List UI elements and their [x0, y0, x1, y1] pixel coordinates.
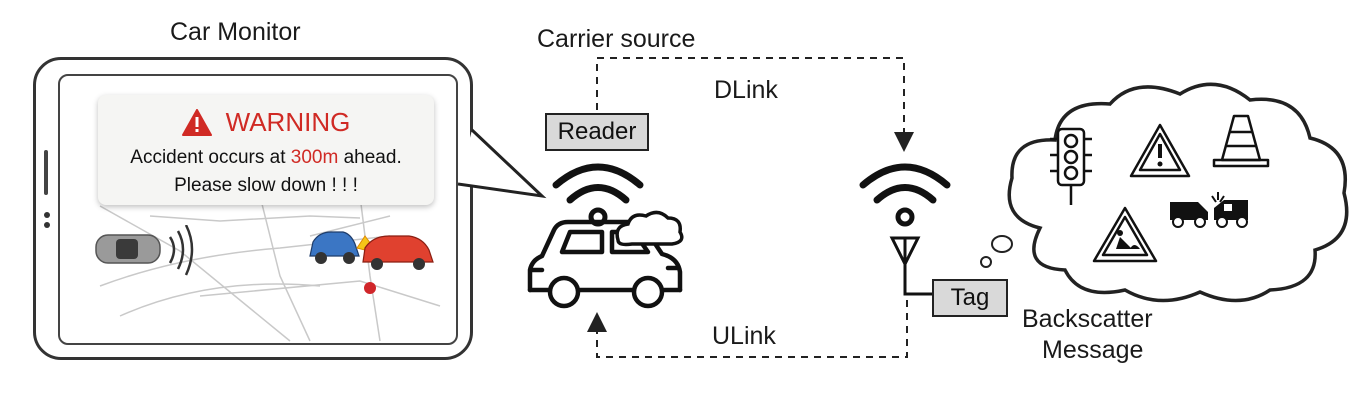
map-car-icon: [95, 225, 194, 276]
tablet-side-button: [44, 150, 48, 195]
dlink-arrow: [596, 57, 914, 152]
warning-triangle-icon: [181, 109, 212, 136]
traffic-cone-icon: [1212, 114, 1270, 168]
warning-text: Accident occurs at: [130, 147, 291, 168]
crash-icon: [309, 231, 434, 270]
ulink-arrow: [587, 300, 908, 358]
antenna-icon: [889, 236, 932, 296]
collision-icon: [1170, 192, 1248, 228]
car-icon: [527, 210, 684, 309]
carrier-source-label: Carrier source: [537, 25, 696, 53]
warning-message-line1: Accident occurs at 300m ahead.: [98, 147, 434, 169]
message-label: Message: [1042, 336, 1144, 364]
tag-wifi-icon: [859, 163, 951, 227]
road-work-sign-icon: [1092, 206, 1158, 263]
reader-box: Reader: [545, 113, 649, 151]
warning-card: WARNING Accident occurs at 300m ahead. P…: [98, 95, 434, 205]
warning-distance: 300m: [290, 147, 339, 168]
warning-message-line2: Please slow down ! ! !: [174, 175, 358, 196]
cloud-icon: [1007, 82, 1349, 303]
tag-box: Tag: [932, 279, 1008, 317]
warning-title: WARNING: [225, 107, 351, 137]
traffic-light-icon: [1050, 127, 1092, 205]
tablet-camera: [44, 212, 50, 218]
backscatter-label: Backscatter: [1022, 305, 1153, 333]
warning-text-end: ahead.: [338, 147, 402, 168]
dlink-label: DLink: [714, 76, 778, 104]
accident-location-dot: [364, 282, 376, 294]
map-roads: [99, 195, 441, 342]
speech-pointer: [457, 128, 547, 199]
caution-sign-icon: [1129, 123, 1191, 178]
ulink-label: ULink: [712, 322, 776, 350]
car-monitor-label: Car Monitor: [170, 18, 301, 46]
tablet-sensor: [44, 222, 50, 228]
warning-title-row: WARNING: [98, 107, 434, 138]
thought-bubble-icon: [980, 235, 1013, 268]
